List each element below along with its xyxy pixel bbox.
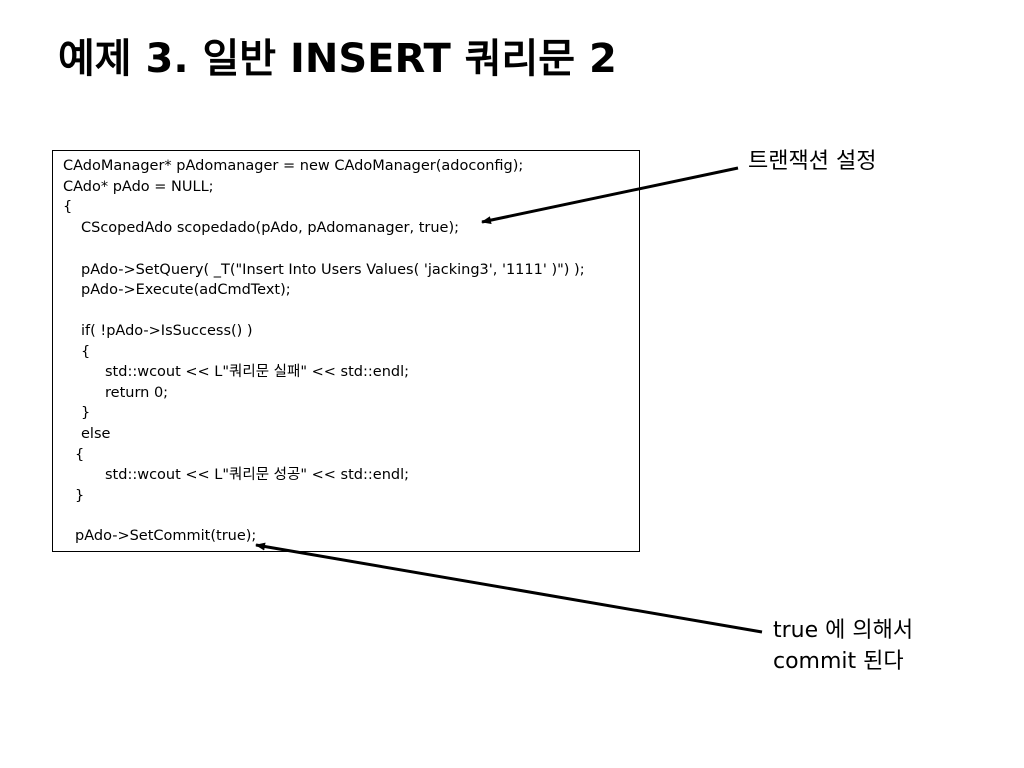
code-line: { — [75, 447, 85, 463]
code-line: pAdo->SetQuery( _T("Insert Into Users Va… — [81, 262, 585, 278]
commit-annotation-line2: commit 된다 — [773, 649, 904, 674]
slide-title: 예제 3. 일반 INSERT 쿼리문 2 — [58, 36, 617, 82]
code-line: CAdoManager* pAdomanager = new CAdoManag… — [63, 158, 524, 174]
code-line: pAdo->Execute(adCmdText); — [81, 282, 291, 298]
code-line: { — [81, 344, 91, 360]
code-line: else — [81, 426, 111, 442]
code-line: } — [81, 405, 91, 421]
transaction-arrow — [481, 166, 739, 225]
code-line: std::wcout << L"쿼리문 실패" << std::endl; — [105, 364, 409, 380]
transaction-annotation: 트랜잭션 설정 — [748, 149, 877, 174]
code-line: if( !pAdo->IsSuccess() ) — [81, 323, 253, 339]
commit-annotation-line1: true 에 의해서 — [773, 618, 914, 643]
commit-arrow — [255, 542, 763, 634]
code-line: CScopedAdo scopedado(pAdo, pAdomanager, … — [81, 220, 459, 236]
code-line: CAdo* pAdo = NULL; — [63, 179, 214, 195]
code-line: pAdo->SetCommit(true); — [75, 528, 257, 544]
code-line: return 0; — [105, 385, 169, 401]
code-line: std::wcout << L"쿼리문 성공" << std::endl; — [105, 467, 409, 483]
code-line: } — [75, 488, 85, 504]
code-line: { — [63, 199, 73, 215]
code-box: CAdoManager* pAdomanager = new CAdoManag… — [52, 150, 640, 552]
